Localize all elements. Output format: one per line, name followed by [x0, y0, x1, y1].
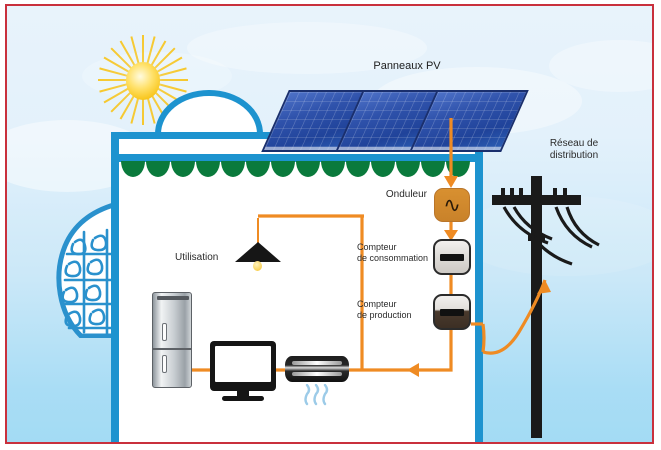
- sun-core: [126, 62, 160, 100]
- label-consumption-meter: Compteur de consommation: [357, 242, 429, 263]
- meter-display-bar: [440, 309, 464, 316]
- television-icon: [210, 341, 276, 391]
- pendant-lamp-icon: [235, 242, 281, 262]
- electric-meter-consumption-icon[interactable]: [433, 239, 471, 275]
- lamp-cord: [257, 218, 259, 244]
- label-pv-panels: Panneaux PV: [373, 60, 441, 72]
- inverter-icon[interactable]: ∿: [434, 188, 470, 222]
- label-usage: Utilisation: [175, 252, 219, 263]
- airflow-icon: [304, 384, 329, 406]
- label-inverter: Onduleur: [385, 189, 427, 200]
- house-wall-left: [111, 132, 119, 442]
- label-production-meter: Compteur de production: [357, 299, 412, 320]
- house-wall-right: [475, 132, 483, 442]
- television-stand-neck: [237, 391, 249, 397]
- meter-display-bar: [440, 254, 464, 261]
- electric-meter-production-icon[interactable]: [433, 294, 471, 330]
- diagram-frame: Panneaux PV Réseau de distribution: [5, 4, 654, 444]
- refrigerator-icon: [152, 292, 192, 388]
- house-roof-band: [119, 154, 475, 162]
- house-interior: [119, 139, 475, 442]
- sun-icon: [95, 32, 191, 128]
- awning-valance: [121, 161, 475, 177]
- television-stand-base: [222, 396, 264, 401]
- air-conditioner-icon: [285, 356, 349, 382]
- label-grid-network: Réseau de distribution: [549, 138, 599, 161]
- decorative-ironwork-panel: [56, 202, 120, 338]
- lamp-bulb: [253, 261, 262, 271]
